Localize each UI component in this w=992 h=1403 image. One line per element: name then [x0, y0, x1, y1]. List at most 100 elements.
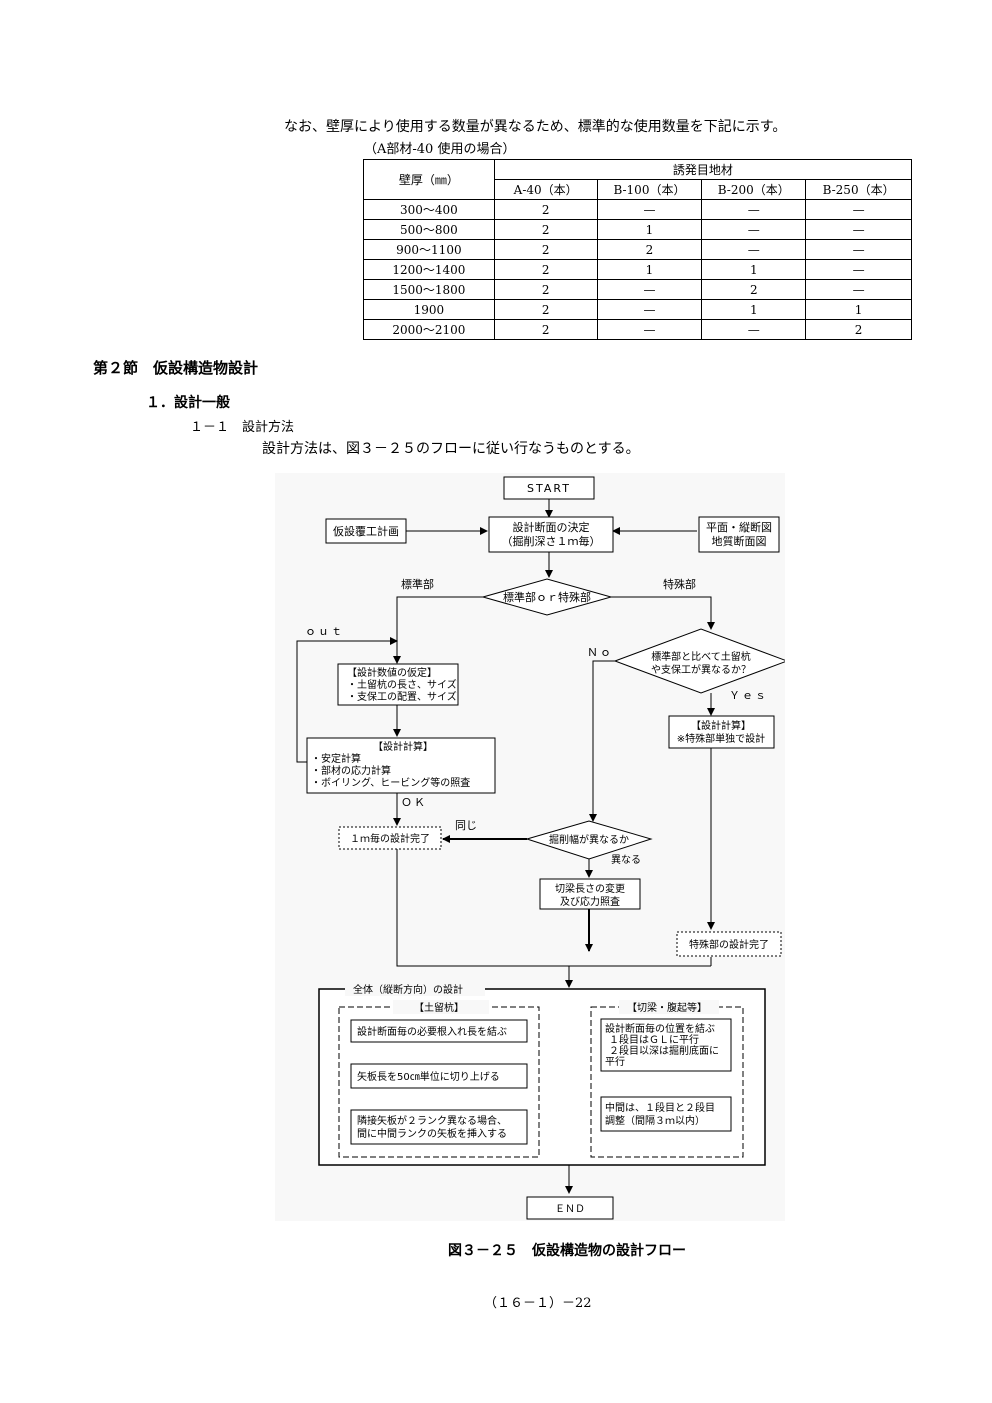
calc-label-4: ・ボイリング、ヒービング等の照査 [311, 776, 470, 789]
yes-label: Ｙｅｓ [729, 689, 768, 702]
table-cell: 2 [493, 299, 598, 320]
standard-or-special-label: 標準部ｏｒ特殊部 [503, 590, 591, 604]
compare-label-2: や支保工が異なるか？ [651, 663, 751, 676]
table-cell: — [805, 279, 912, 300]
table-cell: 1 [805, 299, 912, 320]
start-box [503, 476, 595, 500]
figure-caption: 図３－２５ 仮設構造物の設計フロー [448, 1243, 686, 1259]
table-cell: 1 [596, 219, 703, 240]
strut-step-1-box [600, 1018, 732, 1072]
excavation-width-label: 掘削幅が異なるか [549, 833, 629, 846]
pile-step-1-box [350, 1019, 528, 1043]
standard-or-special-diamond [481, 578, 613, 616]
overall-title-bg [345, 982, 485, 996]
temporary-cover-plan-label: 仮設覆工計画 [333, 524, 399, 538]
table-cell: — [701, 319, 807, 340]
table-cell: 1200〜1400 [363, 259, 495, 280]
table-cell: 2 [493, 279, 598, 300]
design-calc-box [306, 737, 496, 794]
table-cell: — [805, 219, 912, 240]
pile-step-2-label: 矢板長を50㎝単位に切り上げる [357, 1070, 500, 1083]
connector [611, 596, 715, 630]
table-cell: 1900 [363, 299, 495, 320]
table-cell: 2 [493, 239, 598, 260]
header-a40: A-40（本） [493, 179, 598, 200]
strut-step-2-box [600, 1096, 732, 1132]
table-cell: 1 [701, 259, 807, 280]
assume-label-1: 【設計数値の仮定】 [347, 666, 437, 679]
ok-label: ＯＫ [401, 796, 427, 809]
table-cell: 900〜1100 [363, 239, 495, 260]
table-cell: — [805, 239, 912, 260]
design-section-box [488, 516, 614, 553]
header-wall-thickness: 壁厚（㎜） [363, 159, 495, 200]
table-cell: — [596, 279, 703, 300]
page-number: （１６－１）－22 [484, 1296, 592, 1311]
special-done-label: 特殊部の設計完了 [689, 938, 769, 951]
header-b100: B-100（本） [596, 179, 703, 200]
pile-step-1-label: 設計断面毎の必要根入れ長を結ぶ [357, 1025, 507, 1038]
table-cell: 2 [493, 199, 598, 220]
header-b250: B-250（本） [805, 179, 912, 200]
table-cell: 2 [701, 279, 807, 300]
compare-label-1: 標準部と比べて土留杭 [651, 650, 751, 663]
table-cell: — [805, 199, 912, 220]
header-b200: B-200（本） [701, 179, 807, 200]
table-cell: — [596, 299, 703, 320]
strut-step-2b-label: 調整（間隔３ｍ以内） [605, 1114, 705, 1127]
pile-group-title: 【土留杭】 [414, 1001, 464, 1014]
calc-label-1: 【設計計算】 [373, 740, 433, 753]
same-label: 同じ [455, 819, 477, 832]
no-label: Ｎｏ [587, 646, 613, 659]
table-cell: — [701, 199, 807, 220]
calc-label-3: ・部材の応力計算 [311, 764, 391, 777]
strut-change-label-2: 及び応力照査 [560, 895, 620, 908]
connector [396, 847, 711, 967]
strut-step-1a-label: 設計断面毎の位置を結ぶ [605, 1022, 715, 1035]
table-cell: 2000〜2100 [363, 319, 495, 340]
overall-design-title: 全体（縦断方向）の設計 [353, 983, 463, 996]
strut-step-1d-label: 平行 [605, 1055, 625, 1068]
different-label: 異なる [611, 854, 641, 866]
per-meter-done-label: １ｍ毎の設計完了 [350, 832, 430, 845]
per-meter-done-box [338, 826, 442, 850]
plan-drawing-label-1: 平面・縦断図 [706, 520, 772, 534]
subsubsection-title: １－１ 設計方法 [190, 420, 295, 435]
pile-step-2-box [350, 1063, 528, 1089]
design-section-label-1: 設計断面の決定 [513, 520, 590, 534]
table-caption: （A部材-40 使用の場合） [364, 142, 516, 157]
temporary-cover-plan-box [325, 518, 407, 544]
out-label: ｏｕｔ [305, 625, 344, 638]
strut-group-title: 【切梁・腹起等】 [627, 1001, 707, 1014]
calc-label-2: ・安定計算 [311, 752, 361, 765]
plan-drawing-label-2: 地質断面図 [712, 534, 767, 548]
assume-label-3: ・支保工の配置、サイズ [347, 690, 457, 703]
plan-section-drawing-box [698, 516, 780, 553]
strut-title-bg [619, 1000, 719, 1014]
section-title: 第２節 仮設構造物設計 [93, 359, 259, 377]
subsection-title: １．設計一般 [146, 395, 230, 411]
design-flowchart: START 仮設覆工計画 設計断面の決定 （掘削深さ１ｍ毎） 平面・縦断図 地質… [296, 476, 785, 1220]
pile-step-3b-label: 間に中間ランクの矢板を挿入する [357, 1127, 507, 1140]
strut-change-label-1: 切梁長さの変更 [555, 882, 625, 895]
table-cell: 1 [701, 299, 807, 320]
pile-title-bg [393, 1000, 489, 1014]
table-cell: 1500〜1800 [363, 279, 495, 300]
table-cell: 500〜800 [363, 219, 495, 240]
standard-part-label: 標準部 [401, 577, 434, 591]
strut-step-1b-label: １段目はＧＬに平行 [609, 1033, 699, 1046]
strut-step-1c-label: ２段目以深は掘削底面に [609, 1044, 719, 1057]
table-cell: — [596, 319, 703, 340]
special-done-box [676, 931, 782, 957]
table-cell: 300〜400 [363, 199, 495, 220]
start-label: START [527, 482, 571, 495]
special-calc-label-1: 【設計計算】 [691, 719, 751, 732]
method-text: 設計方法は、図３－２５のフローに従い行なうものとする。 [262, 441, 640, 457]
strut-change-box [539, 878, 641, 910]
table-cell: 2 [805, 319, 912, 340]
